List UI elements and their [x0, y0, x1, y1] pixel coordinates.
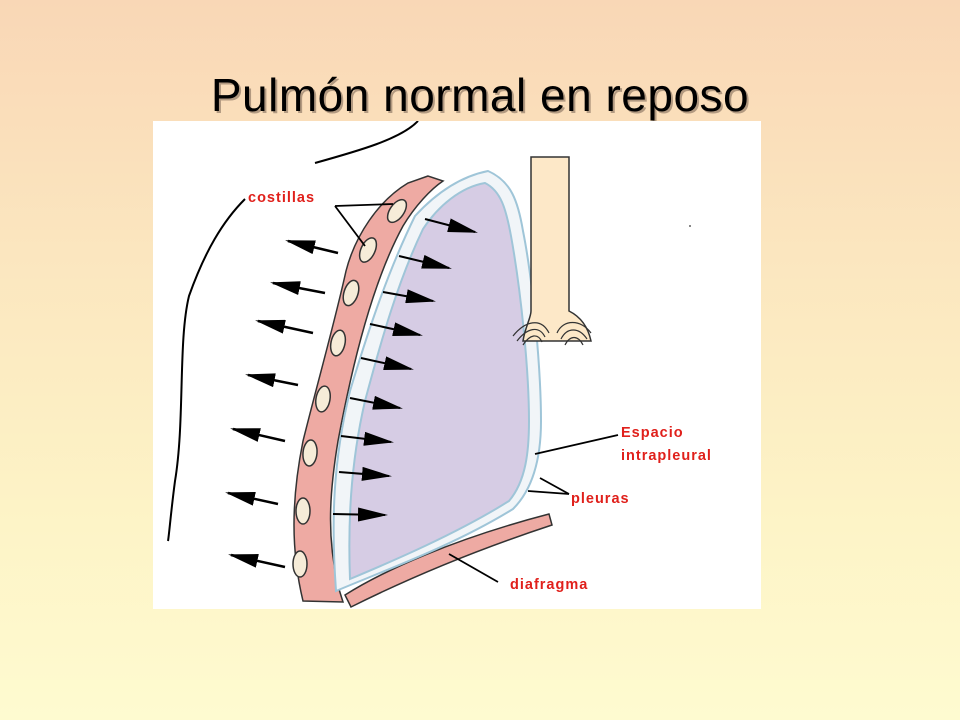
arrow-outward	[228, 553, 286, 569]
label-pleuras: pleuras	[571, 491, 630, 507]
label-costillas: costillas	[248, 190, 316, 206]
arrow-inward	[349, 395, 403, 410]
rib	[295, 497, 311, 525]
label-espacio: Espacio	[621, 425, 684, 441]
pleuras-leader-2	[527, 490, 570, 495]
thorax-outline	[314, 121, 419, 164]
arrow-inward	[360, 356, 414, 371]
arrow-outward	[255, 319, 314, 335]
arrow-outward	[285, 239, 339, 255]
rib	[314, 385, 332, 413]
leader-lines	[334, 203, 619, 583]
lung	[348, 181, 531, 581]
rib	[292, 550, 308, 578]
pleuras-leader-1	[539, 477, 570, 495]
label-intrapleural: intrapleural	[621, 448, 712, 464]
arrow-inward	[340, 431, 394, 446]
label-diafragma: diafragma	[510, 577, 589, 593]
costillas-leader-2	[334, 205, 366, 247]
diafragma-leader	[448, 553, 499, 583]
rib	[329, 329, 347, 357]
arrow-inward	[338, 466, 392, 481]
chest-wall	[293, 175, 445, 603]
ribs	[292, 198, 408, 578]
arrow-inward	[382, 289, 436, 304]
rib	[386, 198, 408, 224]
diaphragm	[344, 513, 553, 609]
arrow-inward	[332, 507, 388, 522]
lung-diagram-svg	[167, 121, 691, 609]
thorax-side-outline	[167, 198, 246, 542]
rib	[302, 439, 318, 467]
arrow-outward	[245, 373, 299, 388]
arrow-inward	[369, 322, 423, 337]
arrow-outward	[270, 281, 326, 295]
espacio-leader	[534, 434, 619, 455]
trachea	[512, 156, 691, 346]
arrow-inward	[398, 254, 452, 269]
lung-diagram: costillas Espacio intrapleural pleuras d…	[153, 121, 761, 609]
arrow-inward	[424, 218, 478, 233]
arrow-outward	[230, 427, 286, 443]
outward-arrows	[225, 239, 339, 569]
inward-arrows	[332, 218, 478, 522]
slide-title: Pulmón normal en reposo	[210, 69, 750, 121]
costillas-leader-1	[334, 203, 394, 207]
rib	[342, 279, 360, 307]
arrow-outward	[225, 491, 279, 506]
